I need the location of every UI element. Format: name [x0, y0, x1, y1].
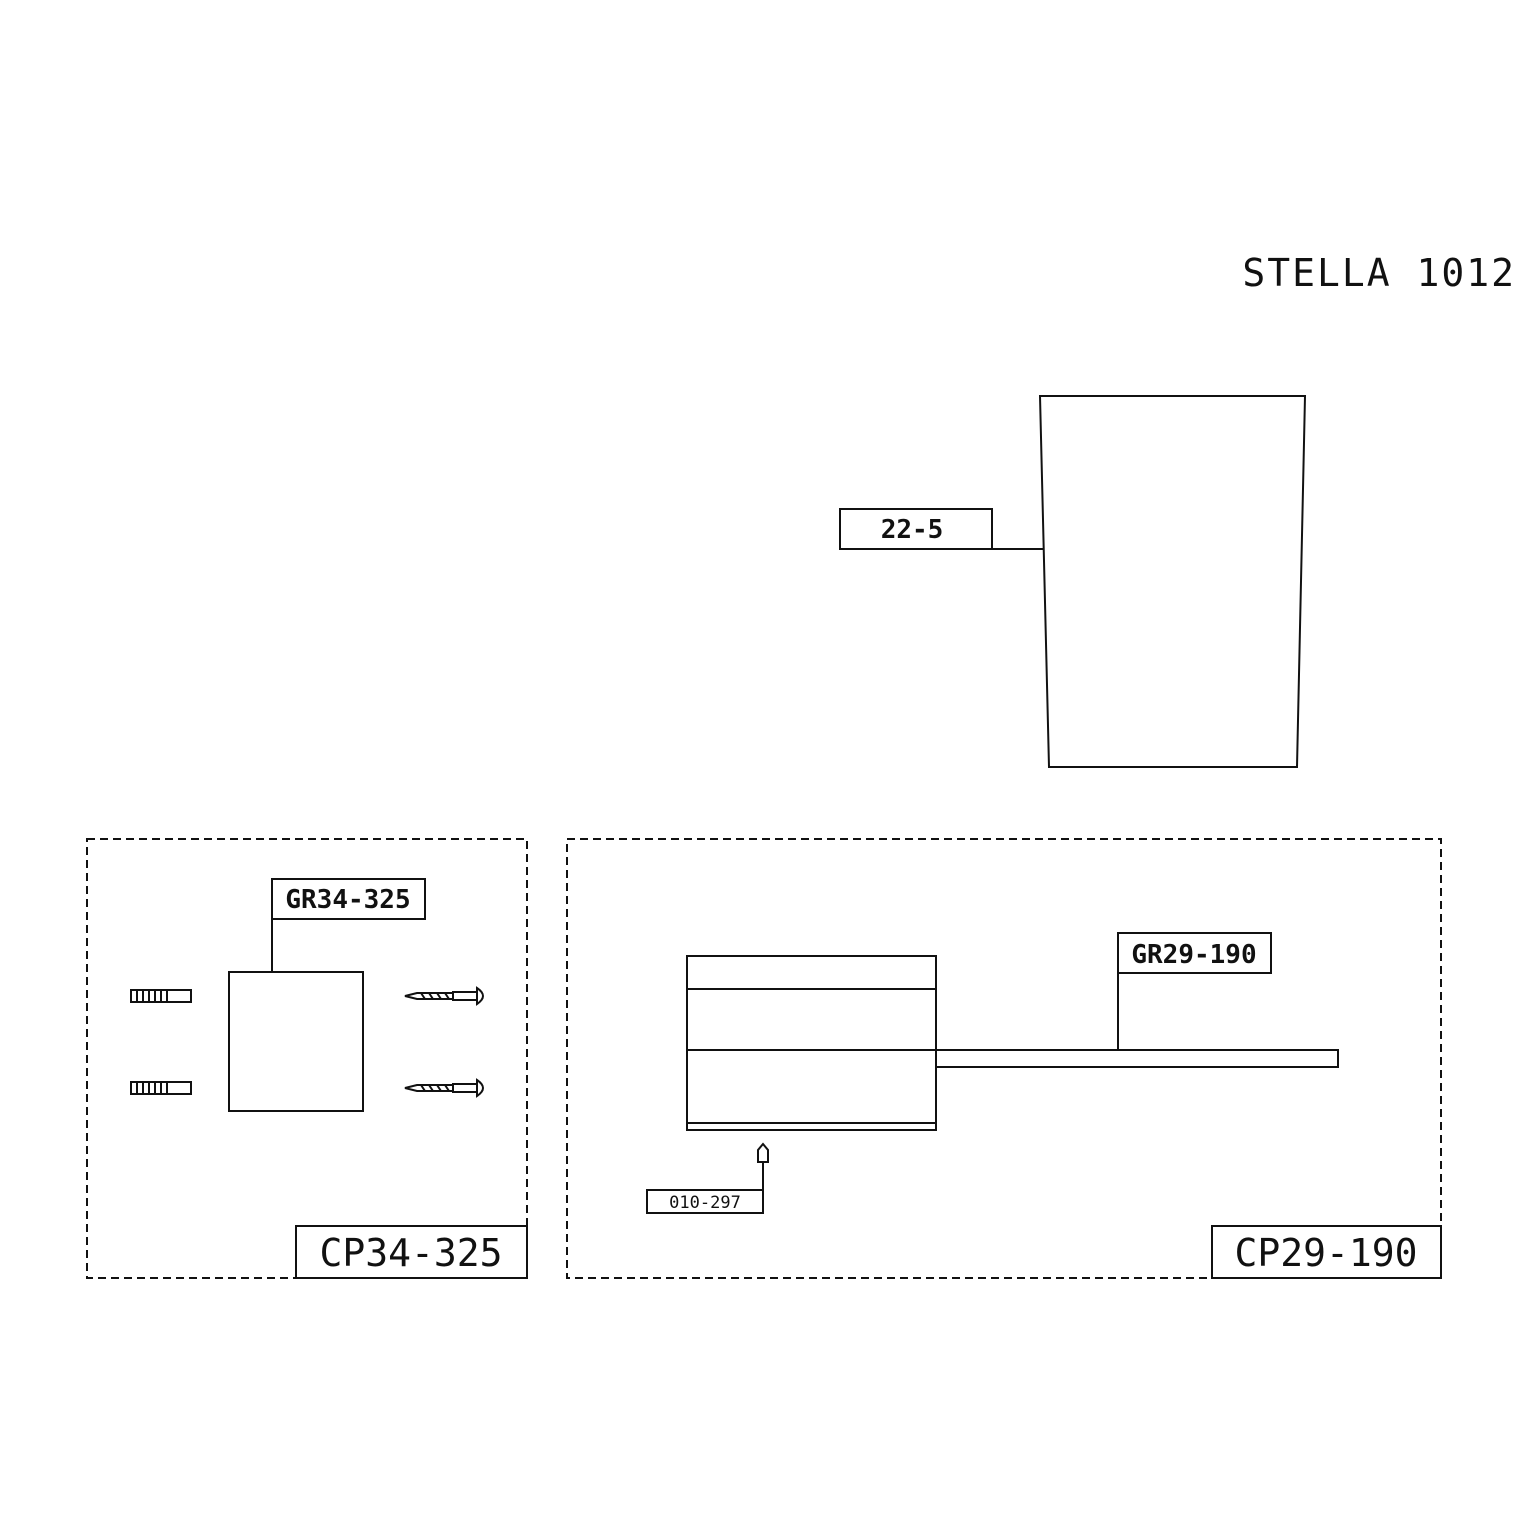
- kit-left-group: GR34-325 CP34-325: [86, 838, 528, 1279]
- wall-plug-icon: [130, 989, 192, 1003]
- cup-part: 22-5: [839, 395, 1307, 768]
- kit-right-label-box: [1211, 1225, 1442, 1279]
- cup-holder: [686, 955, 937, 1131]
- grub-screw-icon: [757, 1142, 769, 1163]
- screw-label-box: [646, 1189, 764, 1214]
- wall-bracket: [228, 971, 364, 1112]
- kit-right-group: GR29-190 010-297 CP29-190: [566, 838, 1442, 1279]
- holder-arm: [935, 1049, 1339, 1068]
- drawing-title: STELLA 1012: [1242, 251, 1516, 295]
- bracket-label-box: [271, 878, 426, 920]
- bracket-label: GR34-325: [285, 885, 410, 915]
- wall-plug-icon: [130, 1081, 192, 1095]
- screw-icon: [404, 986, 484, 1006]
- cup-label: 22-5: [881, 515, 944, 545]
- kit-left-label: CP34-325: [319, 1231, 502, 1275]
- screw-label: 010-297: [669, 1193, 741, 1213]
- holder-label-box: [1117, 932, 1272, 974]
- kit-right-label: CP29-190: [1234, 1231, 1417, 1275]
- kit-left-label-box: [295, 1225, 528, 1279]
- holder-label: GR29-190: [1131, 940, 1256, 970]
- cup-label-box: [839, 508, 993, 550]
- screw-icon: [404, 1078, 484, 1098]
- kit-right-boundary: [566, 838, 1442, 1279]
